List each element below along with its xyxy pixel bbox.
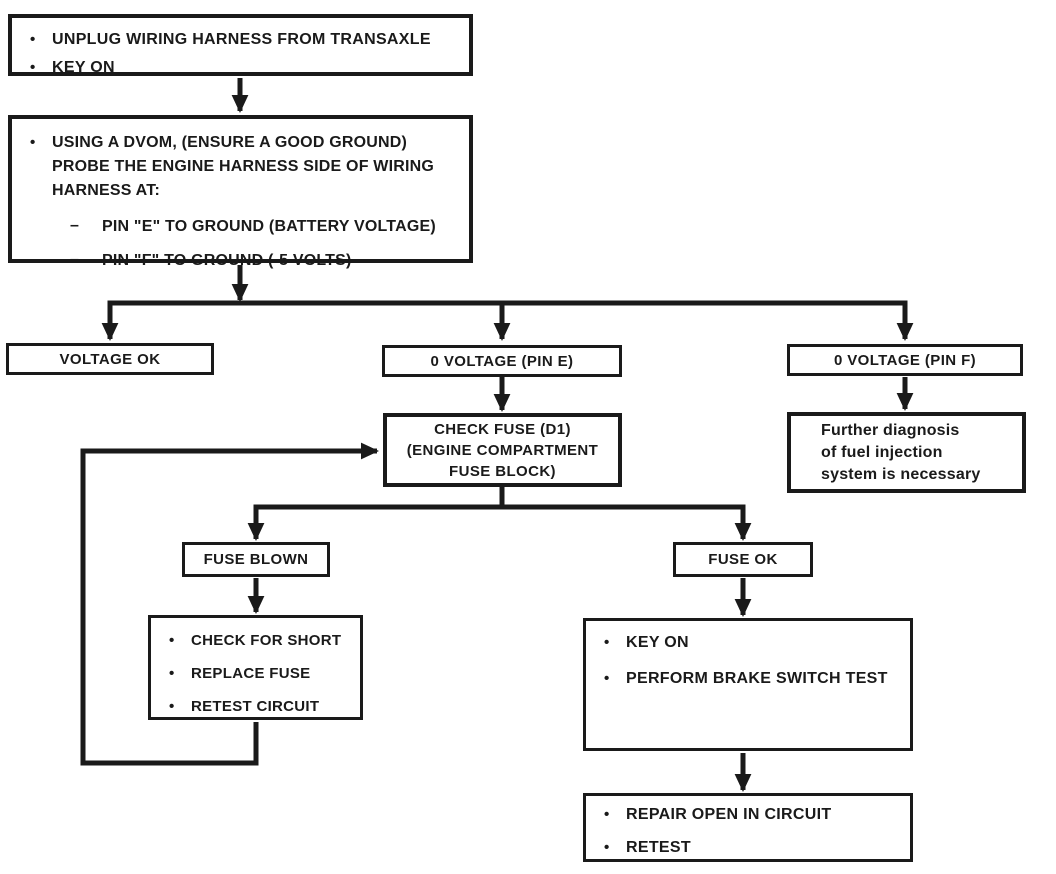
node-fuse-ok-actions: KEY ON PERFORM BRAKE SWITCH TEST [583,618,913,751]
probe-line-1: USING A DVOM, (ENSURE A GOOD GROUND) [26,131,461,155]
zero-voltage-pin-f-label: 0 VOLTAGE (PIN F) [833,351,977,369]
further-diagnosis-line-3: system is necessary [821,465,981,483]
node-further-diagnosis: Further diagnosis of fuel injection syst… [787,412,1026,493]
action-replace-fuse: REPLACE FUSE [165,657,350,690]
node-start-steps: UNPLUG WIRING HARNESS FROM TRANSAXLE KEY… [8,14,473,82]
connector-retest-loop [80,442,379,766]
probe-pin-e: PIN "E" TO GROUND (BATTERY VOLTAGE) [26,216,461,237]
step-key-on: KEY ON [26,54,459,82]
action-retest-circuit: RETEST CIRCUIT [165,690,350,723]
probe-line-3: HARNESS AT: [52,182,160,199]
check-fuse-line-2: (ENGINE COMPARTMENT [406,441,599,459]
further-diagnosis-line-2: of fuel injection [821,443,943,461]
node-fuse-blown: FUSE BLOWN [182,542,330,577]
node-repair-actions: REPAIR OPEN IN CIRCUIT RETEST [583,793,913,864]
action-key-on: KEY ON [600,625,900,661]
action-perform-brake-switch-test: PERFORM BRAKE SWITCH TEST [600,661,900,697]
node-probe-instructions: USING A DVOM, (ENSURE A GOOD GROUND) PRO… [8,115,473,270]
node-check-fuse: CHECK FUSE (D1) (ENGINE COMPARTMENT FUSE… [383,413,622,487]
fuse-ok-label: FUSE OK [708,551,778,568]
node-voltage-ok: VOLTAGE OK [6,343,214,375]
action-retest: RETEST [600,831,900,864]
check-fuse-line-3: FUSE BLOCK) [449,462,556,480]
zero-voltage-pin-e-label: 0 VOLTAGE (PIN E) [430,352,574,370]
node-fuse-ok: FUSE OK [673,542,813,577]
probe-line-2: PROBE THE ENGINE HARNESS SIDE OF WIRING [52,158,435,175]
action-repair-open-in-circuit: REPAIR OPEN IN CIRCUIT [600,798,900,831]
connector-fuse-split-rail [247,504,752,541]
node-fuse-blown-actions: CHECK FOR SHORT REPLACE FUSE RETEST CIRC… [148,615,363,723]
check-fuse-line-1: CHECK FUSE (D1) [434,420,571,438]
step-unplug-harness: UNPLUG WIRING HARNESS FROM TRANSAXLE [26,26,459,54]
action-check-for-short: CHECK FOR SHORT [165,624,350,657]
fuse-blown-label: FUSE BLOWN [203,551,309,568]
probe-pin-f: PIN "F" TO GROUND (-5 VOLTS) [26,250,461,271]
node-zero-voltage-pin-e: 0 VOLTAGE (PIN E) [382,345,622,377]
voltage-ok-label: VOLTAGE OK [59,350,161,368]
further-diagnosis-line-1: Further diagnosis [821,421,960,439]
connector-branch-rail [101,300,914,341]
node-zero-voltage-pin-f: 0 VOLTAGE (PIN F) [787,344,1023,376]
